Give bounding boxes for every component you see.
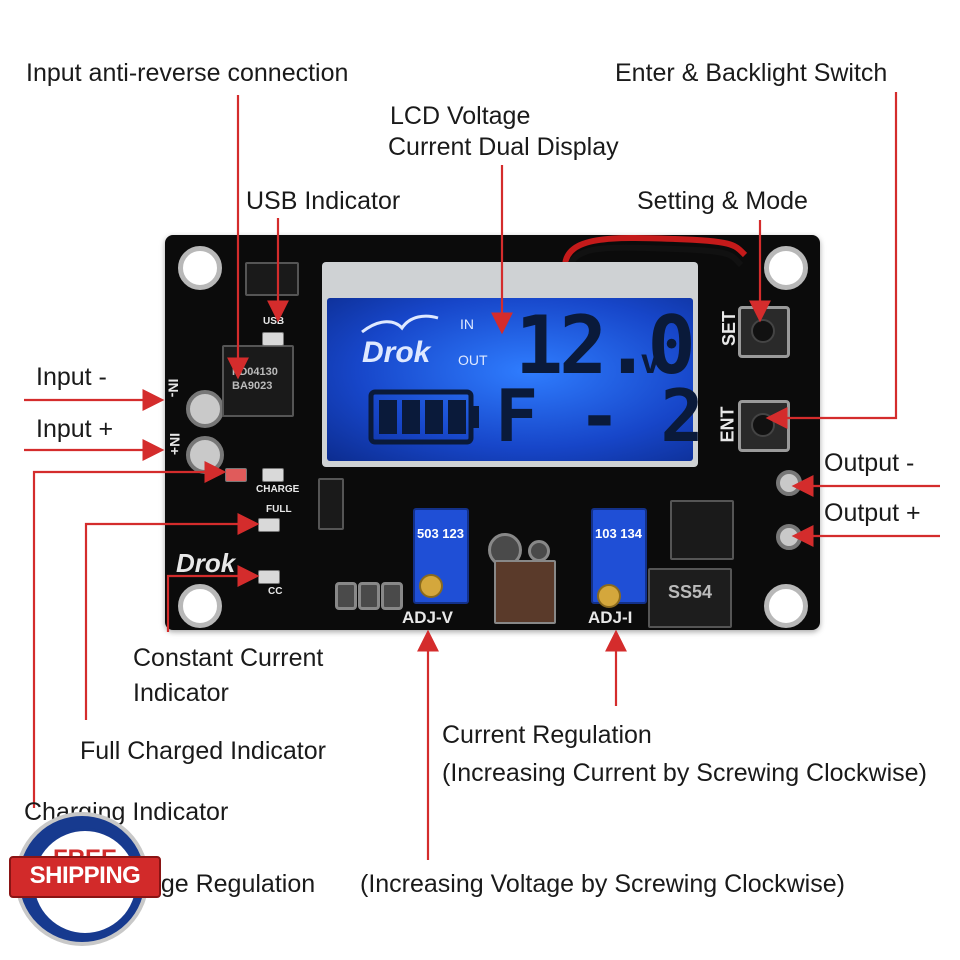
controller-chip	[670, 500, 734, 560]
label-current-reg-line2: (Increasing Current by Screwing Clockwis…	[442, 759, 927, 787]
lcd-out-label: OUT	[458, 352, 488, 368]
usb-led	[262, 332, 284, 346]
label-output-minus: Output -	[824, 449, 915, 477]
lcd-unit: v	[640, 342, 661, 382]
label-voltage-reg-note: (Increasing Voltage by Screwing Clockwis…	[360, 870, 845, 898]
badge-stars: ★★★★	[63, 915, 107, 929]
arrow-charging	[32, 461, 227, 808]
transistor	[335, 582, 357, 610]
voltage-potentiometer[interactable]	[413, 508, 469, 604]
arrow-enter	[765, 92, 898, 429]
label-cc-line1: Constant Current	[133, 644, 324, 672]
label-input-minus: Input -	[36, 363, 107, 391]
silk-full: FULL	[266, 504, 292, 515]
label-cc-line2: Indicator	[133, 679, 229, 707]
usb-chip	[245, 262, 299, 296]
transistor	[381, 582, 403, 610]
mount-hole	[764, 246, 808, 290]
lcd-brand: Drok	[362, 336, 431, 369]
diode-chip	[648, 568, 732, 628]
arrow-full	[84, 513, 260, 720]
label-input-plus: Input +	[36, 415, 114, 443]
label-current-reg-line1: Current Regulation	[442, 721, 652, 749]
label-output-plus: Output +	[824, 499, 921, 527]
set-button[interactable]	[738, 306, 790, 358]
arrow-cc	[166, 565, 260, 632]
free-shipping-badge: FREE ★★★★ SHIPPING	[9, 812, 161, 946]
label-full-charged: Full Charged Indicator	[80, 737, 326, 765]
lcd-mode: F - 2	[495, 374, 704, 458]
chip-label-main: BA9023	[232, 380, 273, 392]
lcd-value: 12.0	[515, 299, 696, 392]
silk-brand: Drok	[176, 548, 236, 578]
voltage-pot-screw[interactable]	[419, 574, 443, 598]
label-setting-mode: Setting & Mode	[637, 187, 808, 215]
badge-shipping-ribbon: SHIPPING	[9, 856, 161, 898]
label-lcd-line2: Current Dual Display	[388, 133, 619, 161]
silk-diode: SS54	[668, 582, 713, 602]
transistor	[358, 582, 380, 610]
current-pot-screw[interactable]	[597, 584, 621, 608]
mount-hole	[178, 584, 222, 628]
battery-icon	[368, 389, 479, 445]
silk-adj-v: ADJ-V	[402, 608, 454, 627]
lcd-in-label: IN	[460, 316, 474, 332]
mosfet-chip	[222, 345, 294, 417]
current-potentiometer[interactable]	[591, 508, 647, 608]
silk-charge: CHARGE	[256, 484, 300, 495]
silk-pot-v: 503 123	[417, 526, 464, 541]
inductor	[494, 560, 556, 624]
mount-hole	[178, 246, 222, 290]
label-enter-backlight: Enter & Backlight Switch	[615, 59, 888, 87]
silk-adj-i: ADJ-I	[588, 608, 633, 627]
label-input-anti-reverse: Input anti-reverse connection	[26, 59, 349, 87]
charge-led	[262, 468, 284, 482]
bird-logo	[361, 314, 439, 334]
silk-cc: CC	[268, 586, 283, 597]
smd-part	[318, 478, 344, 530]
label-usb-indicator: USB Indicator	[246, 187, 401, 215]
mount-hole	[764, 584, 808, 628]
label-lcd-line1: LCD Voltage	[390, 102, 531, 130]
wire-pair	[562, 235, 748, 272]
silk-pot-i: 103 134	[595, 526, 642, 541]
label-voltage-reg: tage Regulation	[140, 870, 316, 898]
